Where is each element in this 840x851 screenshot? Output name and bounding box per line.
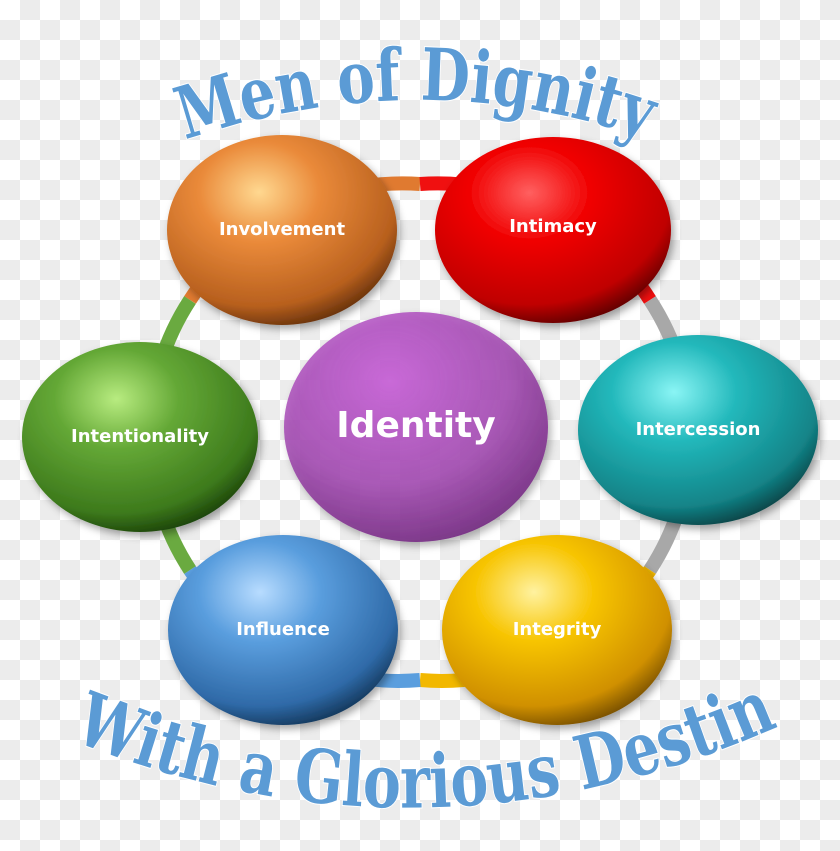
node-influence [168, 535, 398, 725]
label-intercession: Intercession [636, 419, 761, 440]
label-integrity: Integrity [513, 619, 602, 640]
label-intimacy: Intimacy [509, 216, 597, 237]
node-integrity [442, 535, 672, 725]
label-identity: Identity [336, 405, 495, 446]
node-intimacy [435, 137, 671, 323]
label-influence: Influence [236, 619, 330, 640]
node-involvement [167, 135, 397, 325]
label-involvement: Involvement [219, 219, 346, 240]
label-intentionality: Intentionality [71, 426, 209, 447]
node-intentionality [22, 342, 258, 532]
node-identity-center [284, 312, 548, 542]
title-top: Men of Dignity [165, 32, 668, 156]
node-intercession [578, 335, 818, 525]
